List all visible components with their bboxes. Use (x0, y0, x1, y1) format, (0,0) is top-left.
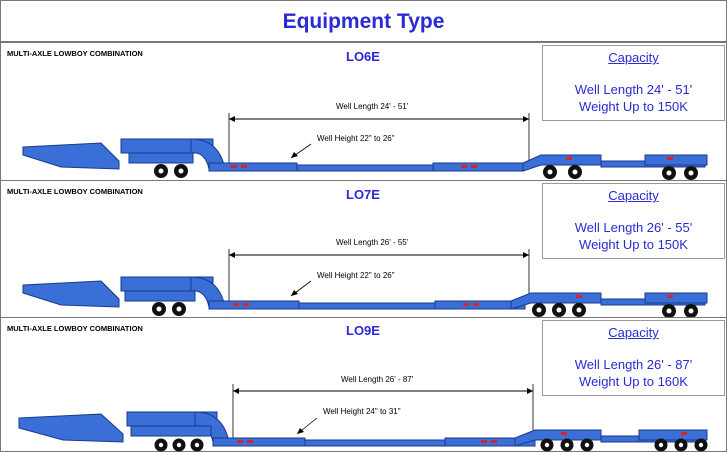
model-name: LO7E (346, 187, 380, 202)
lowboy-trailer-diagram (22, 113, 708, 180)
panel-lo6e: MULTI-AXLE LOWBOY COMBINATION LO6E Capac… (1, 42, 726, 181)
capacity-box: Capacity Well Length 26' - 55' Weight Up… (542, 183, 725, 259)
well-length-dimension: Well Length 26' - 87' (341, 375, 414, 384)
capacity-title: Capacity (608, 325, 659, 340)
model-name: LO6E (346, 49, 380, 64)
panel-label: MULTI-AXLE LOWBOY COMBINATION (7, 49, 143, 58)
capacity-weight: Weight Up to 160K (579, 374, 688, 389)
capacity-well-length: Well Length 26' - 55' (574, 220, 693, 235)
capacity-weight: Weight Up to 150K (579, 99, 688, 114)
well-length-dimension: Well Length 24' - 51' (336, 102, 409, 111)
panel-label: MULTI-AXLE LOWBOY COMBINATION (7, 187, 143, 196)
well-height-dimension: Well Height 22" to 26" (317, 134, 395, 143)
panel-label: MULTI-AXLE LOWBOY COMBINATION (7, 324, 143, 333)
lowboy-trailer-diagram (18, 384, 708, 452)
capacity-box: Capacity Well Length 26' - 87' Weight Up… (542, 320, 725, 396)
page-title: Equipment Type (1, 1, 726, 42)
capacity-well-length: Well Length 26' - 87' (574, 357, 693, 372)
well-height-dimension: Well Height 24" to 31" (323, 407, 401, 416)
capacity-title: Capacity (608, 188, 659, 203)
capacity-title: Capacity (608, 50, 659, 65)
panel-lo9e: MULTI-AXLE LOWBOY COMBINATION LO9E Capac… (1, 317, 726, 452)
panel-lo7e: MULTI-AXLE LOWBOY COMBINATION LO7E Capac… (1, 180, 726, 318)
capacity-box: Capacity Well Length 24' - 51' Weight Up… (542, 45, 725, 121)
well-length-dimension: Well Length 26' - 55' (336, 238, 409, 247)
well-height-dimension: Well Height 22" to 26" (317, 271, 395, 280)
model-name: LO9E (346, 323, 380, 338)
capacity-well-length: Well Length 24' - 51' (574, 82, 693, 97)
lowboy-trailer-diagram (22, 249, 708, 318)
capacity-weight: Weight Up to 150K (579, 237, 688, 252)
